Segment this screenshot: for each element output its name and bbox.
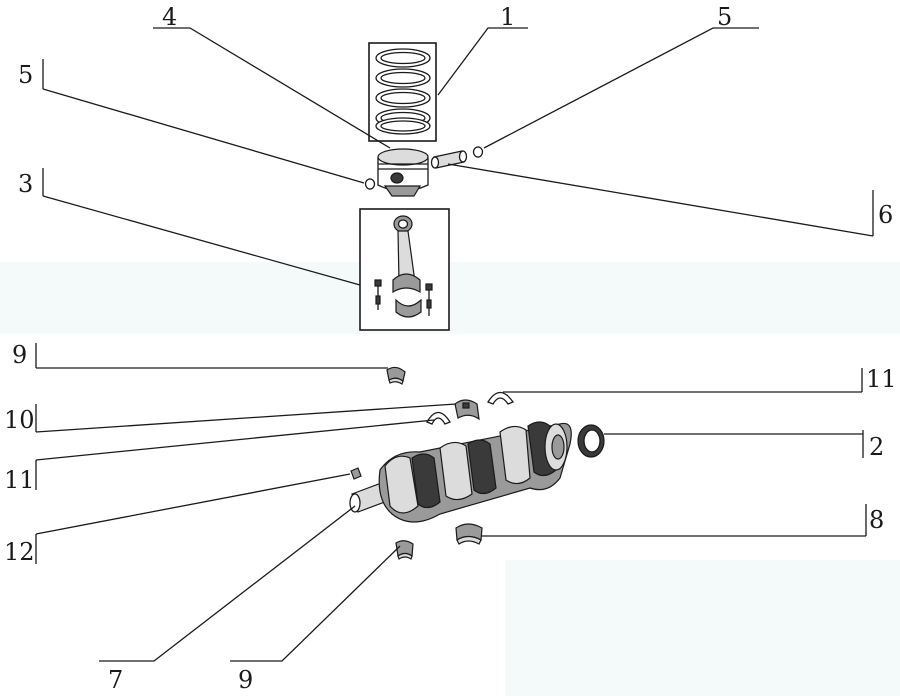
piston xyxy=(377,148,429,197)
circlip-left xyxy=(364,178,376,190)
label-connecting-rod: 3 xyxy=(18,170,33,198)
background-tint-band xyxy=(0,262,900,334)
bearing-shell-top xyxy=(386,366,406,385)
connecting-rod xyxy=(359,208,450,331)
leader-lines xyxy=(35,27,874,662)
label-piston-pin: 6 xyxy=(878,201,893,229)
label-piston: 4 xyxy=(162,3,177,31)
label-crankshaft: 7 xyxy=(108,666,123,694)
oil-seal xyxy=(577,424,605,458)
pilot-bearing xyxy=(350,467,362,480)
label-circlip-right: 5 xyxy=(717,3,732,31)
label-bearing-shell-top: 9 xyxy=(12,341,27,369)
label-thrust-bearing: 10 xyxy=(4,406,35,434)
label-thrust-washer-left: 11 xyxy=(4,466,35,494)
label-oil-seal: 2 xyxy=(869,433,884,461)
bearing-shell-bottom xyxy=(395,540,414,560)
crankshaft xyxy=(349,421,572,523)
label-thrust-washer-right: 11 xyxy=(866,365,897,393)
thrust-bearing xyxy=(454,399,480,421)
background-tint-corner xyxy=(505,560,900,696)
piston-ring-set xyxy=(368,42,437,142)
label-bearing-shell-bottom: 9 xyxy=(238,666,253,694)
main-bearing-lower xyxy=(455,523,483,545)
thrust-washer-right xyxy=(487,391,514,405)
label-piston-ring-set: 1 xyxy=(500,3,515,31)
circlip-right xyxy=(472,146,484,158)
thrust-washer-left xyxy=(426,411,451,425)
label-main-bearing-lower: 8 xyxy=(869,506,884,534)
label-pilot-bearing: 12 xyxy=(4,538,35,566)
piston-pin xyxy=(430,150,468,169)
label-circlip-left: 5 xyxy=(18,61,33,89)
